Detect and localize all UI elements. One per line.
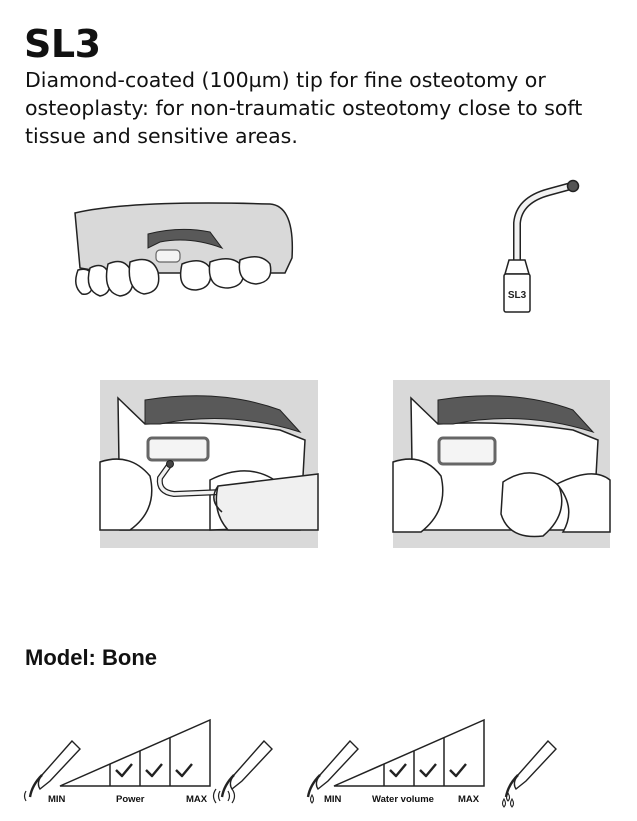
osteotomy-result-closeup [392,380,611,548]
power-scale-triangle [59,718,211,787]
osteotomy-closeup-with-tip [99,380,319,548]
page-title: SL3 [24,22,101,66]
power-min-label: MIN [48,794,66,805]
product-description: Diamond-coated (100µm) tip for fine oste… [25,68,583,148]
water-scale-label: Water volume [372,794,434,805]
power-handpiece-max-icon [212,739,273,804]
power-scale-label: Power [116,794,145,805]
tip-label: SL3 [508,290,527,301]
water-min-label: MIN [324,794,342,805]
power-max-label: MAX [186,794,208,805]
water-handpiece-min-icon [306,739,359,804]
water-handpiece-max-icon [501,739,557,808]
sl3-tip-illustration: SL3 [503,179,580,313]
water-max-label: MAX [458,794,480,805]
model-label: Model: Bone [25,645,157,670]
water-scale-triangle [333,718,485,787]
jaw-overview-illustration [74,202,294,297]
power-handpiece-min-icon [23,739,81,802]
